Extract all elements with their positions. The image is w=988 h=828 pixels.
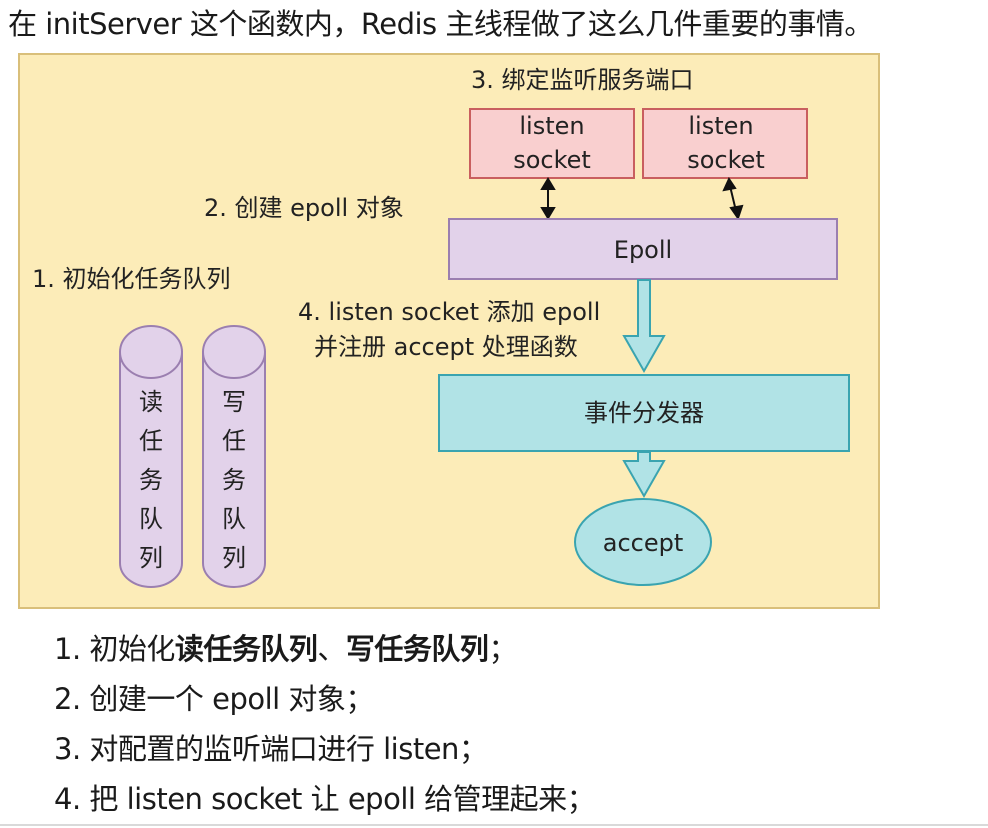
event-dispatcher-label: 事件分发器 — [584, 399, 704, 427]
redis-init-diagram: 3. 绑定监听服务端口 2. 创建 epoll 对象 1. 初始化任务队列 4.… — [18, 53, 880, 609]
step-1-separator: 、 — [317, 632, 346, 666]
label-init-queues: 1. 初始化任务队列 — [32, 265, 231, 293]
label-add-epoll-line2: 并注册 accept 处理函数 — [314, 333, 578, 361]
step-1-write-queue: 写任务队列 — [345, 632, 489, 666]
listen-socket-1-line1: listen — [519, 112, 584, 140]
bottom-divider — [0, 824, 988, 826]
write-queue-char: 写 — [222, 388, 246, 416]
dispatcher-to-accept-arrow — [622, 451, 666, 499]
listen-socket-box-2 — [642, 108, 808, 179]
write-queue-char: 列 — [222, 544, 246, 572]
write-task-queue: 写 任 务 队 列 — [202, 325, 266, 588]
label-bind-port: 3. 绑定监听服务端口 — [471, 66, 694, 94]
read-queue-char: 务 — [139, 466, 163, 494]
write-queue-char: 务 — [222, 466, 246, 494]
step-1-suffix: ； — [488, 632, 517, 666]
read-queue-char: 读 — [139, 388, 163, 416]
read-queue-char: 任 — [139, 427, 163, 455]
listen-socket-1-line2: socket — [513, 146, 591, 174]
epoll-box — [448, 218, 838, 280]
steps-list: 1. 初始化读任务队列、写任务队列； 2. 创建一个 epoll 对象； 3. … — [54, 624, 596, 824]
listen-socket-box-1 — [469, 108, 635, 179]
write-queue-char: 任 — [222, 427, 246, 455]
step-1-read-queue: 读任务队列 — [174, 632, 318, 666]
label-create-epoll: 2. 创建 epoll 对象 — [204, 194, 404, 222]
step-1-prefix: 1. 初始化 — [54, 632, 175, 666]
step-item-4: 4. 把 listen socket 让 epoll 给管理起来； — [54, 782, 596, 816]
step-item-1: 1. 初始化读任务队列、写任务队列； — [54, 624, 595, 674]
accept-label: accept — [603, 529, 684, 557]
read-queue-char: 队 — [139, 505, 163, 533]
socket1-epoll-arrow — [540, 177, 556, 220]
socket2-epoll-arrow — [722, 176, 744, 221]
epoll-label: Epoll — [614, 236, 672, 264]
read-queue-char: 列 — [139, 544, 163, 572]
epoll-to-dispatcher-arrow — [622, 279, 666, 374]
read-task-queue: 读 任 务 队 列 — [119, 325, 183, 588]
accept-ellipse — [574, 498, 712, 586]
label-add-epoll-line1: 4. listen socket 添加 epoll — [298, 298, 600, 326]
listen-socket-2-line2: socket — [687, 146, 765, 174]
listen-socket-2-line1: listen — [688, 112, 753, 140]
write-queue-char: 队 — [222, 505, 246, 533]
step-item-3: 3. 对配置的监听端口进行 listen； — [54, 732, 488, 766]
step-item-2: 2. 创建一个 epoll 对象； — [54, 682, 374, 716]
intro-paragraph: 在 initServer 这个函数内，Redis 主线程做了这么几件重要的事情。 — [8, 7, 873, 41]
